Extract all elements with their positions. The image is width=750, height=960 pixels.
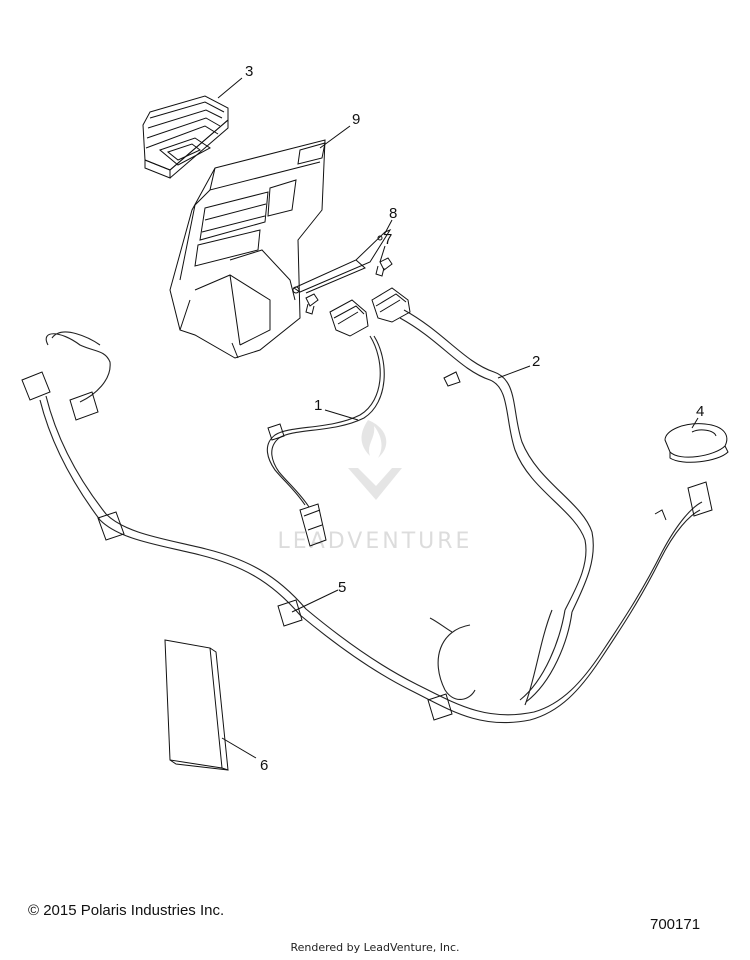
callout-3: 3 <box>245 63 253 80</box>
copyright-notice: © 2015 Polaris Industries Inc. <box>28 902 225 919</box>
part-8-bracket[interactable] <box>292 228 392 294</box>
callout-4: 4 <box>696 403 704 420</box>
callout-8: 8 <box>389 205 397 222</box>
callout-2: 2 <box>532 353 540 370</box>
part-3-ecu-module[interactable] <box>142 95 229 179</box>
part-7-fasteners[interactable] <box>305 257 393 315</box>
leader-lines <box>217 77 699 759</box>
callout-7: 7 <box>384 231 392 248</box>
callout-9: 9 <box>352 111 360 128</box>
part-2-harness[interactable] <box>371 287 594 706</box>
rendered-by-footer: Rendered by LeadVenture, Inc. <box>290 941 460 954</box>
leadventure-watermark: LEADVENTURE <box>278 420 473 554</box>
part-5-long-harness[interactable] <box>21 331 713 724</box>
part-4-sensor[interactable] <box>664 423 729 463</box>
part-9-mounting-bracket[interactable] <box>169 139 326 359</box>
watermark-text: LEADVENTURE <box>278 529 473 554</box>
figure-number: 700171 <box>650 916 701 933</box>
part-1-sensor-harness[interactable] <box>266 299 385 547</box>
callout-5: 5 <box>338 579 346 596</box>
callout-1: 1 <box>314 397 322 414</box>
part-6-booklet[interactable] <box>164 639 229 771</box>
callout-6: 6 <box>260 757 268 774</box>
callout-labels: 3 9 8 7 1 2 4 5 6 <box>245 63 704 774</box>
